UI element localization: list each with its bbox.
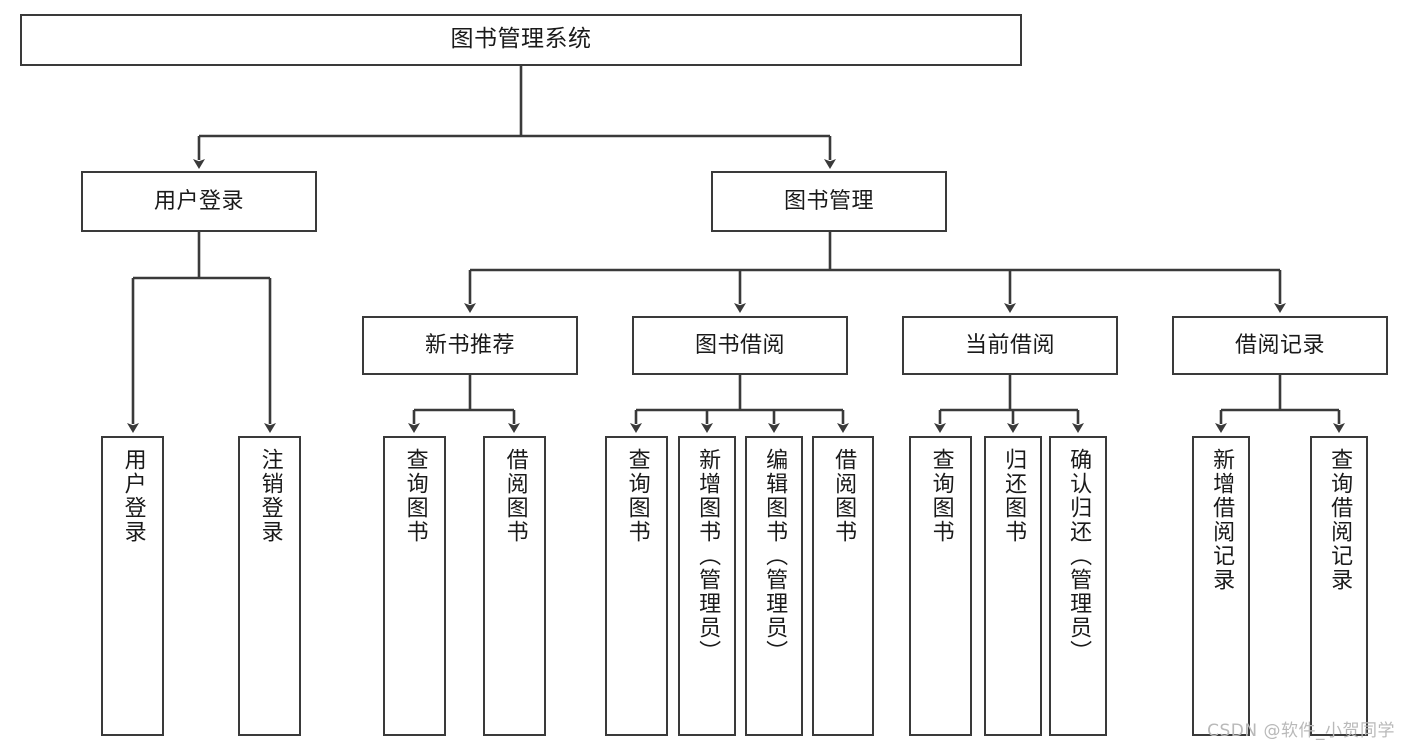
csdn-watermark: CSDN @软件_小贺同学: [1207, 721, 1395, 741]
node-leaf-return-book-label: 归还图书: [1001, 448, 1027, 544]
node-leaf-query-book-borrow-label: 查询图书: [624, 448, 650, 544]
node-leaf-query-borrow-record-label: 查询借阅记录: [1327, 448, 1353, 592]
node-leaf-confirm-return-admin[interactable]: 确认归还（管理员）: [1049, 436, 1107, 736]
node-leaf-query-book-current-label: 查询图书: [928, 448, 954, 544]
node-leaf-add-book-admin[interactable]: 新增图书（管理员）: [678, 436, 736, 736]
node-user-login-label: 用户登录: [153, 188, 244, 214]
node-book-management[interactable]: 图书管理: [711, 171, 947, 232]
node-leaf-user-login-label: 用户登录: [120, 448, 146, 544]
node-leaf-user-login[interactable]: 用户登录: [101, 436, 164, 736]
node-leaf-add-borrow-record[interactable]: 新增借阅记录: [1192, 436, 1250, 736]
node-leaf-edit-book-admin[interactable]: 编辑图书（管理员）: [745, 436, 803, 736]
node-borrow-record[interactable]: 借阅记录: [1172, 316, 1388, 375]
node-leaf-return-book[interactable]: 归还图书: [984, 436, 1042, 736]
node-leaf-user-logout-label: 注销登录: [257, 448, 283, 544]
node-book-borrow[interactable]: 图书借阅: [632, 316, 848, 375]
node-new-book-recommend[interactable]: 新书推荐: [362, 316, 578, 375]
node-leaf-query-book-recommend-label: 查询图书: [402, 448, 428, 544]
node-current-borrow[interactable]: 当前借阅: [902, 316, 1118, 375]
node-leaf-user-logout[interactable]: 注销登录: [238, 436, 301, 736]
node-leaf-borrow-book[interactable]: 借阅图书: [812, 436, 874, 736]
node-leaf-add-borrow-record-label: 新增借阅记录: [1209, 448, 1235, 592]
node-book-management-label: 图书管理: [783, 188, 874, 214]
node-root-label: 图书管理系统: [450, 26, 592, 53]
node-new-book-recommend-label: 新书推荐: [424, 332, 515, 358]
node-leaf-borrow-book-recommend-label: 借阅图书: [502, 448, 528, 544]
node-leaf-query-book-current[interactable]: 查询图书: [909, 436, 972, 736]
node-borrow-record-label: 借阅记录: [1234, 332, 1325, 358]
node-leaf-query-book-recommend[interactable]: 查询图书: [383, 436, 446, 736]
node-leaf-edit-book-admin-label: 编辑图书（管理员）: [762, 448, 788, 664]
node-user-login[interactable]: 用户登录: [81, 171, 317, 232]
node-leaf-query-borrow-record[interactable]: 查询借阅记录: [1310, 436, 1368, 736]
node-leaf-query-book-borrow[interactable]: 查询图书: [605, 436, 668, 736]
node-current-borrow-label: 当前借阅: [964, 332, 1055, 358]
node-root[interactable]: 图书管理系统: [20, 14, 1022, 66]
node-book-borrow-label: 图书借阅: [694, 332, 785, 358]
node-leaf-add-book-admin-label: 新增图书（管理员）: [695, 448, 721, 664]
node-leaf-borrow-book-label: 借阅图书: [831, 448, 857, 544]
node-leaf-borrow-book-recommend[interactable]: 借阅图书: [483, 436, 546, 736]
node-leaf-confirm-return-admin-label: 确认归还（管理员）: [1066, 448, 1092, 664]
